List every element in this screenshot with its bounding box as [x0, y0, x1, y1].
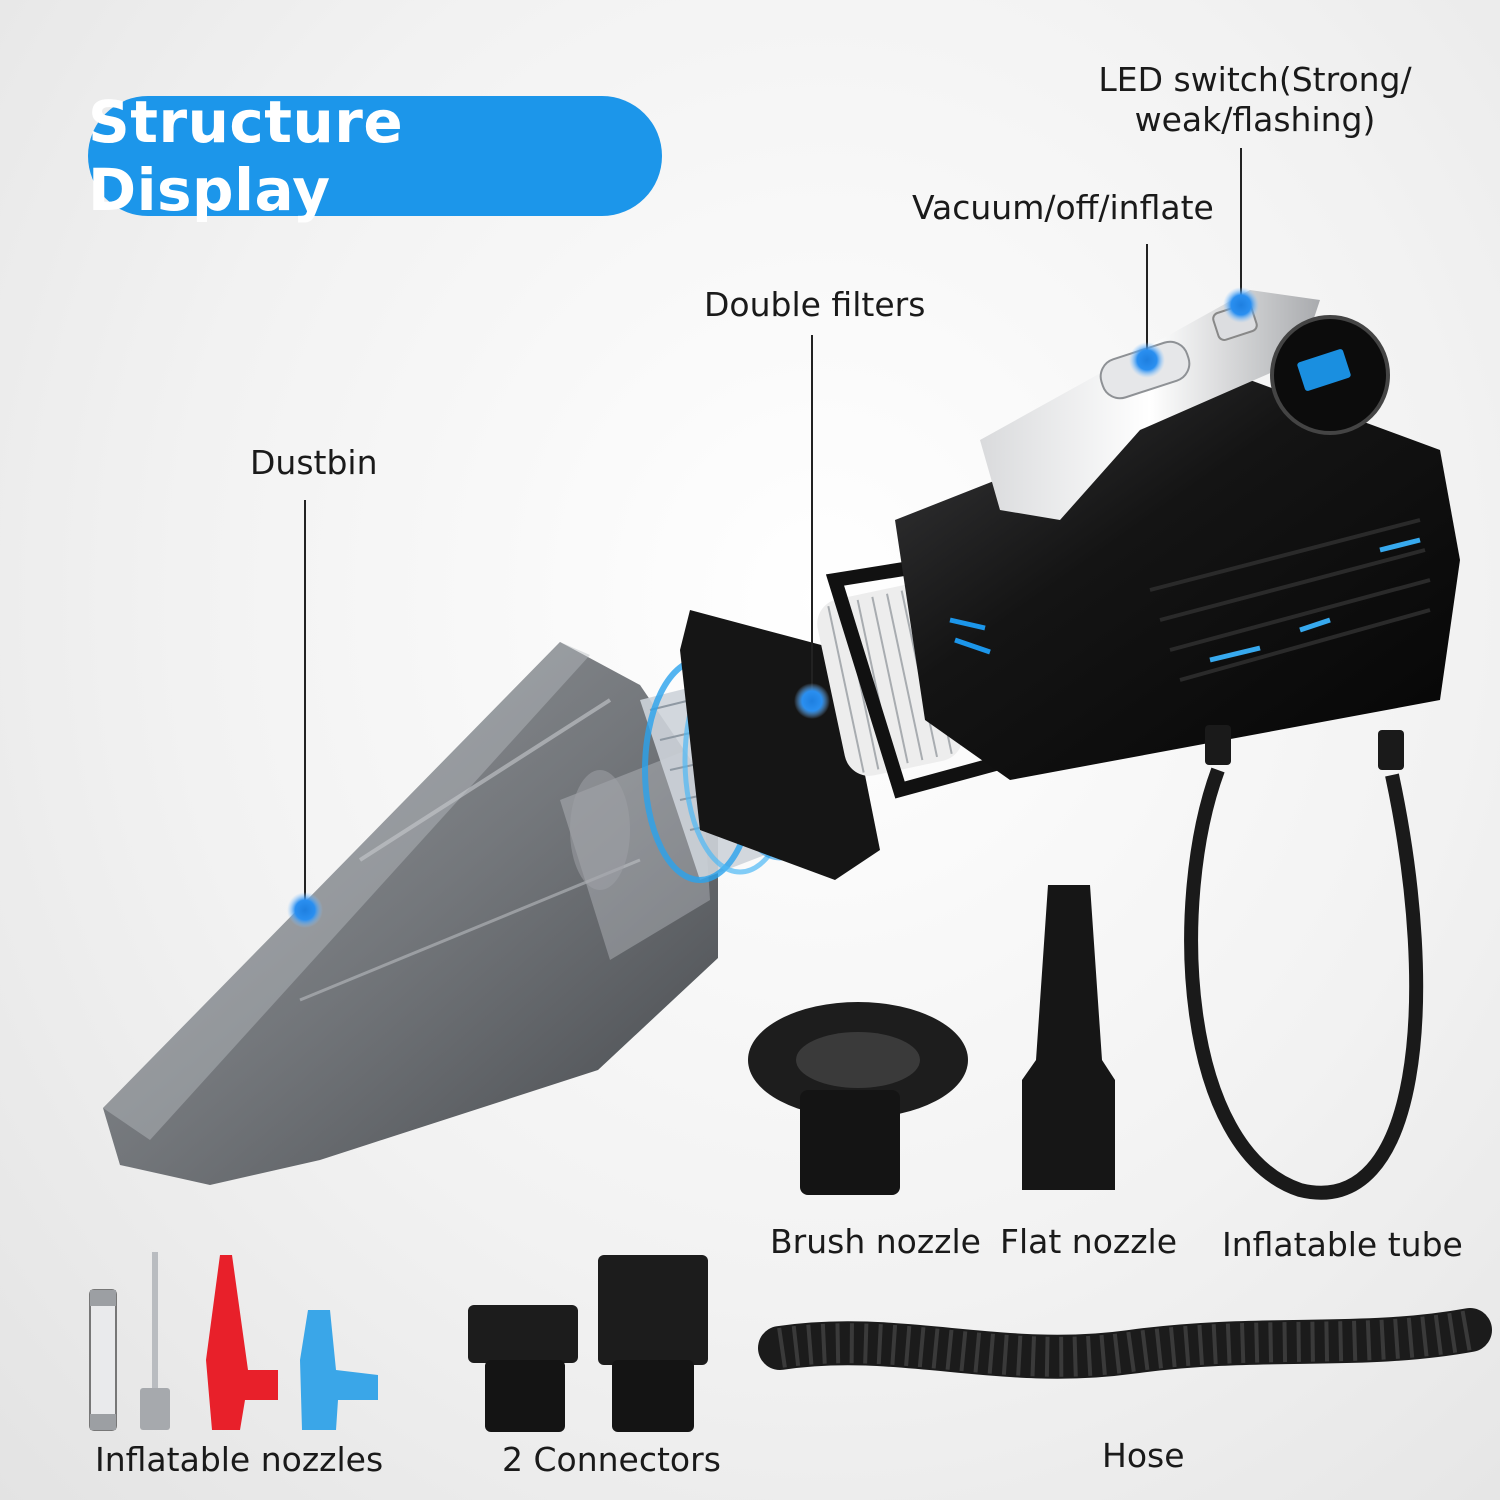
inflatable-nozzles-image	[89, 1252, 378, 1431]
dustbin-dot	[287, 892, 323, 928]
connectors-image	[468, 1255, 708, 1432]
led-switch-label-line1: LED switch(Strong/	[1098, 60, 1412, 99]
flat-nozzle-label: Flat nozzle	[1000, 1222, 1178, 1261]
inflatable-nozzles-label: Inflatable nozzles	[95, 1440, 384, 1479]
flat-nozzle-image	[1022, 885, 1115, 1190]
led-switch-dot	[1223, 287, 1259, 323]
hose-label: Hose	[1102, 1436, 1185, 1475]
inflatable-tube-label: Inflatable tube	[1222, 1225, 1463, 1264]
led-switch-label-line2: weak/flashing)	[1134, 100, 1376, 139]
vacuum-switch-dot	[1129, 342, 1165, 378]
filters-dot	[794, 683, 830, 719]
callout-lines	[304, 148, 1242, 910]
brush-nozzle-label: Brush nozzle	[770, 1222, 981, 1261]
led-switch-label: LED switch(Strong/ weak/flashing)	[1090, 60, 1420, 140]
vacuum-switch-label: Vacuum/off/inflate	[912, 188, 1214, 227]
title-badge: Structure Display	[88, 88, 662, 224]
inflatable-tube-image	[1184, 725, 1424, 1200]
page-title: Structure Display	[88, 88, 404, 224]
main-unit-part	[895, 290, 1460, 780]
brush-nozzle-image	[748, 1002, 968, 1195]
double-filters-label: Double filters	[704, 285, 926, 324]
hose-image	[758, 1308, 1492, 1379]
connectors-label: 2 Connectors	[502, 1440, 721, 1479]
dustbin-label: Dustbin	[250, 443, 378, 482]
dustbin-part	[103, 642, 718, 1185]
